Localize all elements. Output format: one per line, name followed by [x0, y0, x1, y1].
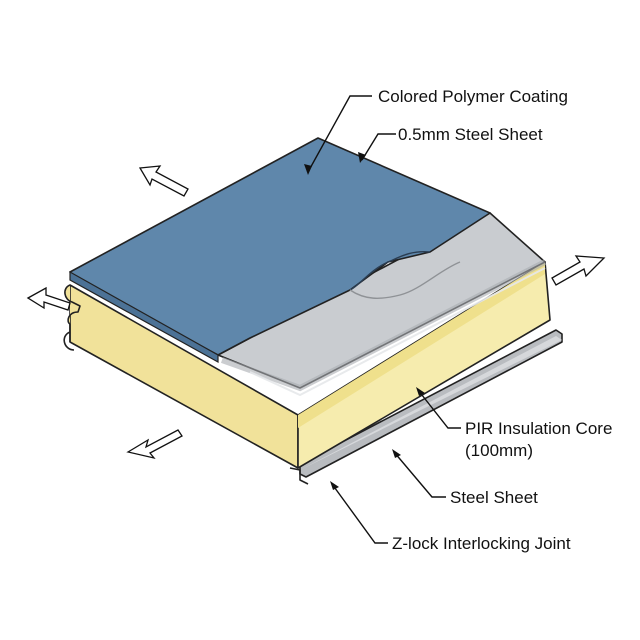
arrow-up-right-icon: [551, 255, 606, 286]
top-steel-sheet-label: 0.5mm Steel Sheet: [398, 125, 543, 144]
arrow-down-left-icon: [126, 429, 183, 460]
left-joint-profile: [63, 284, 81, 351]
leader-lines: [304, 95, 461, 544]
core-label: PIR Insulation Core: [465, 419, 612, 438]
coating-label: Colored Polymer Coating: [378, 87, 568, 106]
bottom-steel-sheet: [289, 329, 563, 485]
core-front-face: [297, 261, 551, 469]
z-lock-joint-label: Z-lock Interlocking Joint: [392, 534, 571, 553]
bottom-steel-sheet-label: Steel Sheet: [450, 488, 538, 507]
arrow-left-icon: [26, 286, 71, 311]
core-thickness-label: (100mm): [465, 441, 533, 460]
arrow-up-left-icon: [138, 165, 189, 197]
